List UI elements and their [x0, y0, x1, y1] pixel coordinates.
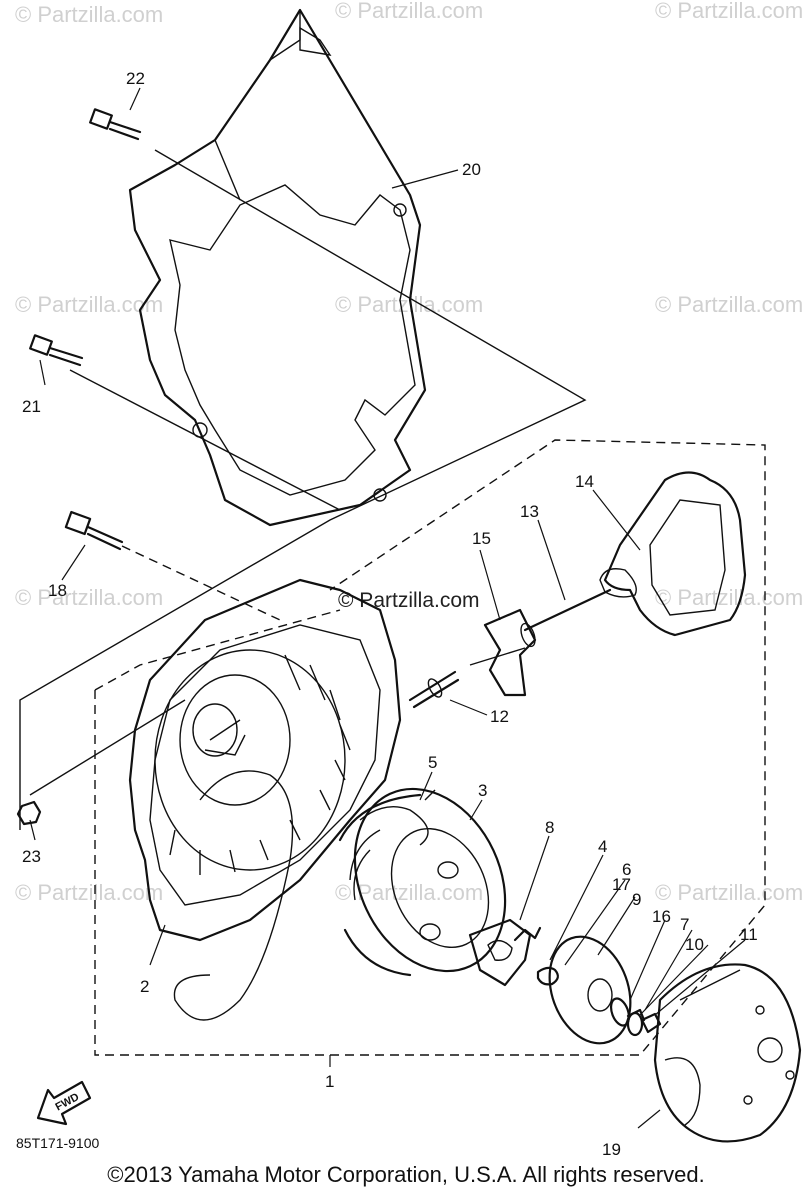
- callout-18: 18: [48, 581, 67, 600]
- part-16-washer: [609, 997, 631, 1027]
- diagram-code: 85T171-9100: [16, 1135, 100, 1151]
- part-10-washer: [626, 1011, 644, 1037]
- callout-6: 6: [622, 860, 631, 879]
- watermark: © Partzilla.com: [655, 585, 803, 610]
- callout-16: 16: [652, 907, 671, 926]
- leader-lines: [29, 87, 746, 1129]
- watermark: © Partzilla.com: [15, 292, 163, 317]
- part-18-bolt: [64, 510, 281, 621]
- watermark: © Partzilla.com: [15, 880, 163, 905]
- watermark: © Partzilla.com: [655, 880, 803, 905]
- part-5-spring: [359, 789, 436, 846]
- callout-9: 9: [632, 890, 641, 909]
- watermark: © Partzilla.com: [655, 0, 803, 23]
- part-6-spring: [536, 966, 559, 986]
- part-17-plate: [548, 935, 632, 1045]
- fwd-arrow: FWD: [36, 1080, 92, 1126]
- callout-10: 10: [685, 935, 704, 954]
- part-2-starter-case: [128, 578, 402, 1021]
- callout-21: 21: [22, 397, 41, 416]
- callout-14: 14: [575, 472, 594, 491]
- part-11-screw: [640, 1012, 662, 1034]
- watermark: © Partzilla.com: [655, 292, 803, 317]
- part-23-nut: [16, 800, 42, 826]
- part-8-ratchet: [468, 918, 532, 987]
- assembly-boundary: [94, 439, 766, 1056]
- part-20-cover: [128, 8, 427, 527]
- part-15-guide: [469, 608, 537, 697]
- callout-group: 22 20 21 15 13 14 18 12 5 3 8 4 6 17 9 1…: [22, 69, 758, 1159]
- reference-lines: [19, 149, 587, 830]
- callout-23: 23: [22, 847, 41, 866]
- callout-12: 12: [490, 707, 509, 726]
- callout-13: 13: [520, 502, 539, 521]
- part-21-bolt: [29, 334, 84, 367]
- callout-3: 3: [478, 781, 487, 800]
- watermark: © Partzilla.com: [335, 292, 483, 317]
- watermark: © Partzilla.com: [335, 0, 483, 23]
- callout-8: 8: [545, 818, 554, 837]
- callout-15: 15: [472, 529, 491, 548]
- watermark: © Partzilla.com: [15, 2, 163, 27]
- callout-1: 1: [325, 1072, 334, 1091]
- callout-17: 17: [612, 875, 631, 894]
- part-13-rope: [523, 588, 612, 632]
- callout-20: 20: [462, 160, 481, 179]
- part-4-spring: [513, 926, 542, 942]
- part-19-pulley: [653, 963, 802, 1143]
- callout-7: 7: [680, 915, 689, 934]
- callout-2: 2: [140, 977, 149, 996]
- callout-19: 19: [602, 1140, 621, 1159]
- callout-22: 22: [126, 69, 145, 88]
- part-22-bolt: [89, 108, 142, 141]
- callout-4: 4: [598, 837, 607, 856]
- watermark-group: © Partzilla.com © Partzilla.com © Partzi…: [15, 0, 803, 905]
- part-3-reel: [338, 787, 507, 977]
- part-12-pin: [408, 670, 460, 709]
- watermark: © Partzilla.com: [15, 585, 163, 610]
- callout-11: 11: [740, 925, 758, 944]
- copyright-notice: ©2013 Yamaha Motor Corporation, U.S.A. A…: [107, 1162, 705, 1187]
- callout-5: 5: [428, 753, 437, 772]
- part-14-handle: [599, 471, 747, 637]
